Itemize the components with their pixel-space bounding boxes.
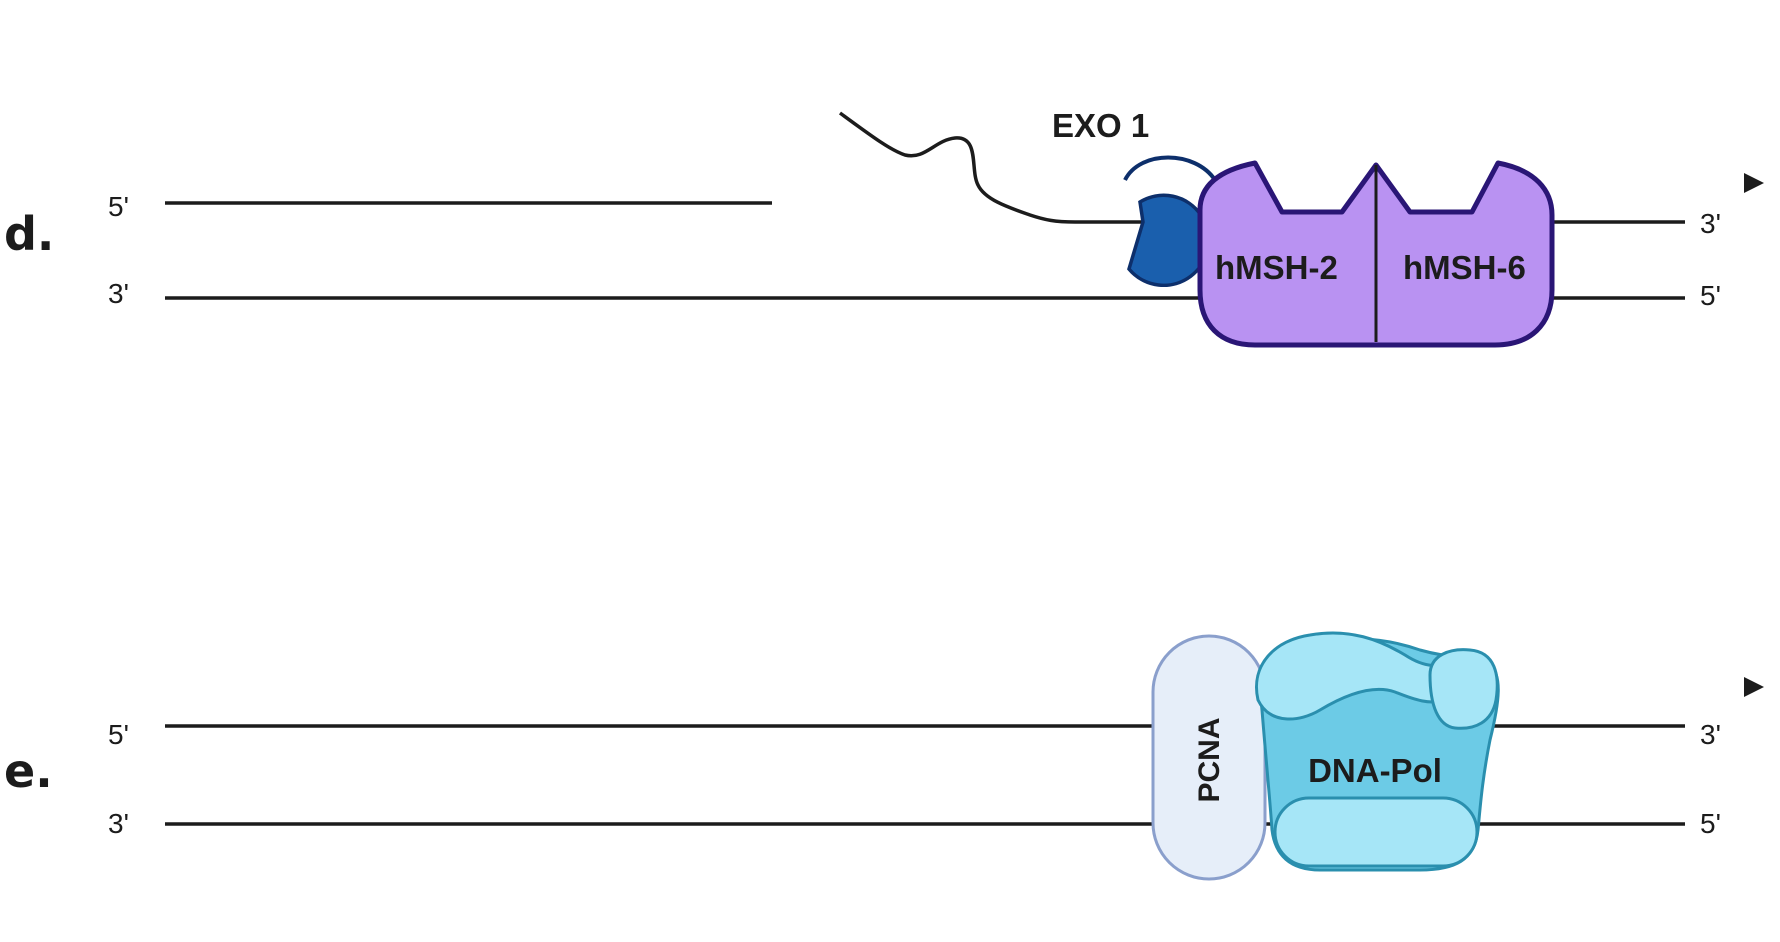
dna-polymerase: DNA-Pol <box>1255 631 1500 872</box>
dna-pol-label: DNA-Pol <box>1308 752 1442 789</box>
panel-e-bottom-right-end: 5' <box>1700 808 1721 839</box>
panel-e: e. 5' 3' 3' 5' PCNA DNA-Pol <box>4 631 1764 881</box>
dna-pol-bottom-lobe <box>1273 796 1479 868</box>
exo1-label: EXO 1 <box>1052 107 1149 144</box>
hmsh6-label: hMSH-6 <box>1403 249 1526 286</box>
panel-e-label: e. <box>4 744 53 798</box>
exo1-enzyme <box>1127 193 1211 288</box>
panel-e-top-right-end: 3' <box>1700 719 1721 750</box>
exo1-tether <box>1123 155 1217 182</box>
panel-d-bottom-right-end: 5' <box>1700 280 1721 311</box>
panel-d-top-left-end: 5' <box>108 191 129 222</box>
panel-d: d. 5' 3' 3' 5' EXO 1 hMSH-2 hMSH-6 <box>4 107 1764 348</box>
panel-e-bottom-left-end: 3' <box>108 808 129 839</box>
hmsh2-label: hMSH-2 <box>1215 249 1338 286</box>
pcna-label: PCNA <box>1193 717 1226 802</box>
panel-e-top-left-end: 5' <box>108 719 129 750</box>
excised-strand <box>838 111 1076 224</box>
panel-d-top-right-end: 3' <box>1700 208 1721 239</box>
dna-pol-right-lobe <box>1428 648 1499 730</box>
panel-d-label: d. <box>4 207 54 261</box>
panel-d-bottom-left-end: 3' <box>108 278 129 309</box>
